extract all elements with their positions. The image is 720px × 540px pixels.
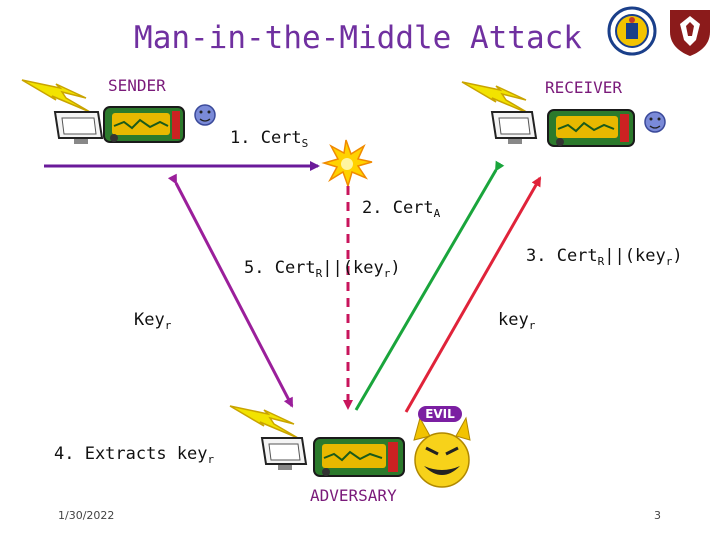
message-3-label: 3. CertR||(keyr)	[526, 246, 683, 268]
lightning-icon-adversary	[229, 405, 299, 439]
sender-user-icon	[194, 104, 216, 126]
message-2-label: 2. CertA	[362, 198, 441, 220]
evil-badge-label: EVIL	[425, 407, 455, 421]
footer-page-number: 3	[654, 509, 661, 522]
receiver-label: RECEIVER	[545, 78, 623, 97]
page-title: Man-in-the-Middle Attack	[134, 20, 582, 56]
footer-date: 1/30/2022	[58, 509, 115, 522]
message-3-line	[354, 160, 505, 411]
interception-burst-icon	[321, 139, 373, 189]
message-5-line	[167, 173, 294, 408]
adversary-computer-icon	[260, 437, 405, 477]
message-1-label: 1. CertS	[230, 128, 309, 150]
key-left-label: Keyr	[134, 310, 172, 332]
message-2-line	[404, 176, 542, 413]
message-4-label: 4. Extracts keyr	[54, 444, 215, 466]
university-logo-right	[666, 6, 714, 58]
receiver-computer-icon	[490, 109, 635, 147]
key-right-label: keyr	[498, 310, 536, 332]
lightning-icon-sender	[21, 79, 91, 113]
sender-label: SENDER	[108, 76, 166, 95]
university-logo-left	[604, 6, 660, 56]
message-5-label: 5. CertR||(keyr)	[244, 258, 401, 280]
receiver-user-icon	[644, 111, 666, 133]
evil-smiley-icon: EVIL	[413, 406, 471, 488]
adversary-label: ADVERSARY	[310, 486, 397, 505]
sender-computer-icon	[53, 106, 185, 144]
lightning-icon-receiver	[461, 81, 531, 115]
